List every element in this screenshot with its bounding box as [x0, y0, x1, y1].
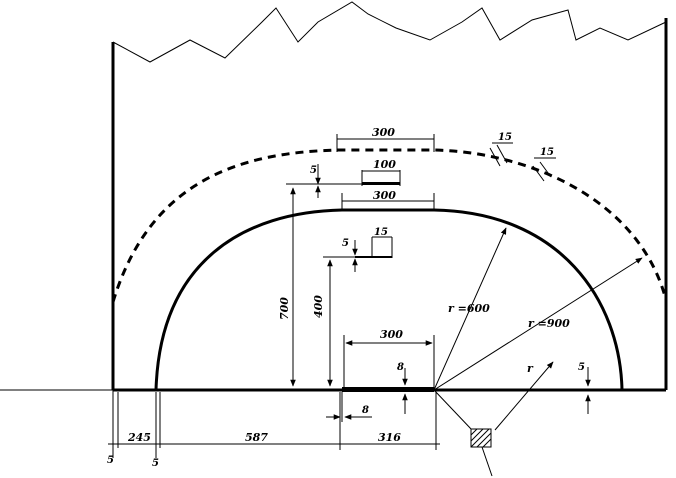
dim-bottom-245: 245	[127, 431, 151, 444]
dim-5-upper: 5	[310, 165, 317, 176]
dim-bottom-5-left: 5	[107, 455, 114, 466]
dim-15-dash-a: 15	[498, 132, 512, 143]
dim-bottom-5-right: 5	[152, 458, 159, 469]
dim-bottom-316: 316	[378, 431, 401, 444]
dim-5-mid: 5	[342, 238, 349, 249]
dim-100: 100	[373, 158, 396, 171]
dim-bottom-587: 587	[245, 431, 268, 444]
dim-r: r	[527, 362, 534, 375]
dim-top-300: 300	[372, 126, 395, 139]
dim-8-horizontal: 8	[362, 405, 369, 416]
dim-15-small: 15	[374, 227, 388, 238]
dim-400: 400	[312, 295, 325, 318]
plate-100	[362, 182, 400, 185]
dim-r-600: r =600	[448, 302, 490, 315]
dim-base-300: 300	[380, 328, 403, 341]
dim-8-vertical: 8	[397, 362, 404, 373]
rock-outline	[112, 1, 667, 63]
hatch-lines	[470, 428, 492, 448]
dim-mid-300: 300	[373, 189, 396, 202]
dim-5-right: 5	[578, 362, 585, 373]
outer-dashed-arch	[111, 148, 668, 303]
dim-15-dash-b: 15	[540, 147, 554, 158]
base-plate	[342, 387, 434, 392]
dim-700: 700	[278, 297, 291, 320]
dim-r-900: r =900	[528, 317, 570, 330]
